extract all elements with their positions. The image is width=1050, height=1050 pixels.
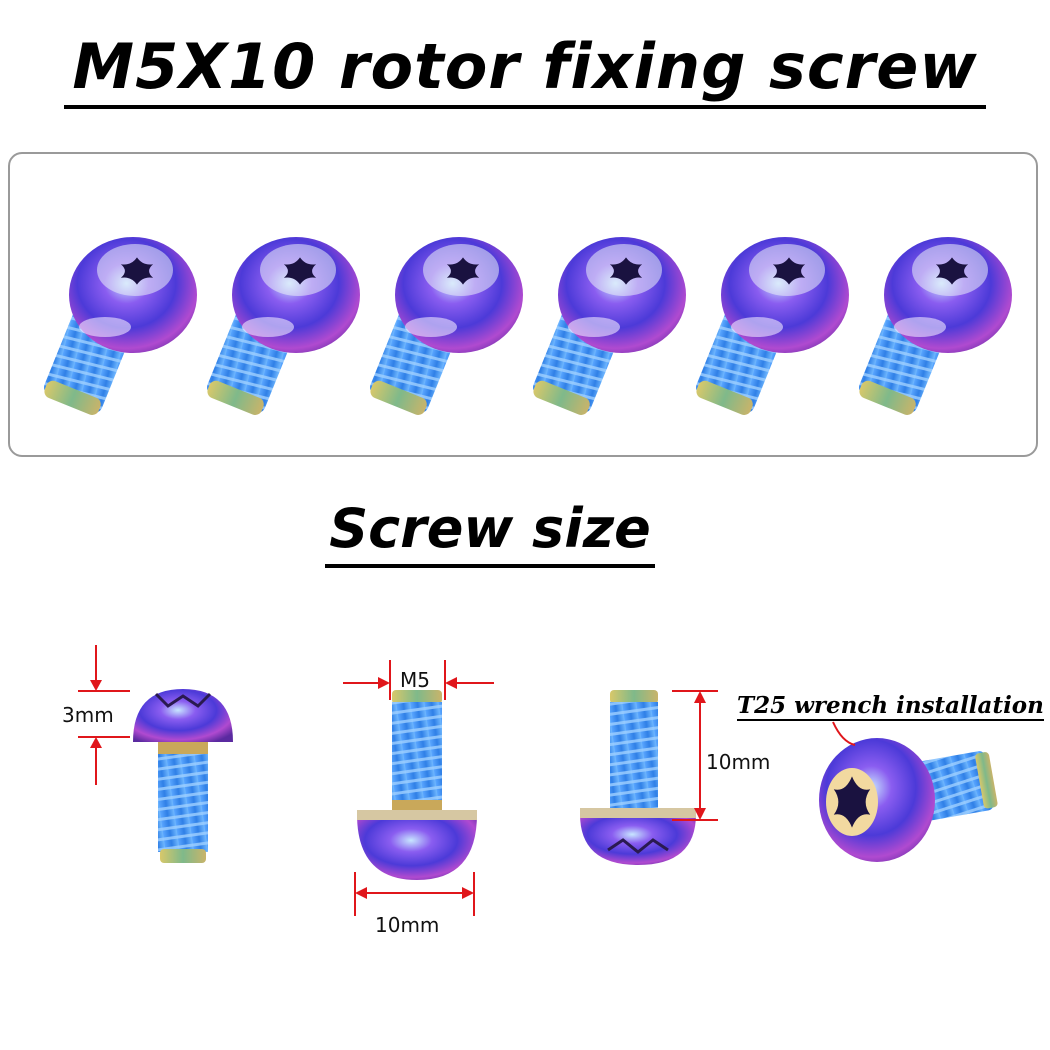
page-title: M5X10 rotor fixing screw (0, 30, 1050, 109)
thread-diameter-label: M5 (400, 668, 430, 692)
head-height-label: 3mm (62, 703, 114, 727)
screw-length-label: 10mm (706, 750, 771, 774)
screw-side-view (133, 689, 233, 863)
screw-inverted-view (357, 690, 477, 880)
head-diameter-label: 10mm (375, 913, 440, 937)
section-title: Screw size (0, 497, 980, 568)
torx-head-view (819, 738, 998, 862)
screw-length-view (580, 690, 696, 865)
wrench-note: T25 wrench installation (737, 692, 1044, 721)
